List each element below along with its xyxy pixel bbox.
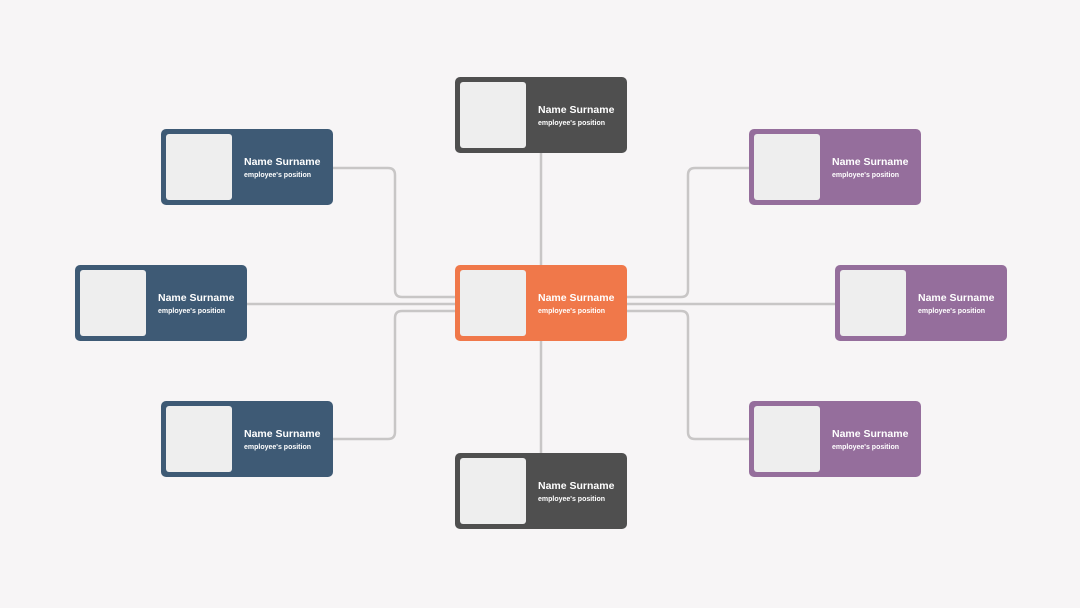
employee-name: Name Surname (158, 292, 235, 304)
org-card-center[interactable]: Name Surname employee's position (455, 265, 627, 341)
employee-name: Name Surname (244, 428, 321, 440)
photo-placeholder (460, 270, 526, 336)
employee-position: employee's position (538, 496, 606, 503)
employee-name: Name Surname (832, 156, 909, 168)
photo-placeholder (460, 458, 526, 524)
employee-position: employee's position (832, 444, 900, 451)
employee-name: Name Surname (832, 428, 909, 440)
photo-placeholder (80, 270, 146, 336)
employee-name: Name Surname (538, 480, 615, 492)
employee-name: Name Surname (918, 292, 995, 304)
employee-position: employee's position (244, 444, 312, 451)
org-card-right-middle[interactable]: Name Surname employee's position (835, 265, 1007, 341)
photo-placeholder (754, 134, 820, 200)
connector-left-bottom (332, 309, 455, 441)
employee-name: Name Surname (244, 156, 321, 168)
employee-position: employee's position (538, 120, 606, 127)
org-card-left-top[interactable]: Name Surname employee's position (161, 129, 333, 205)
employee-name: Name Surname (538, 292, 615, 304)
org-card-left-middle[interactable]: Name Surname employee's position (75, 265, 247, 341)
employee-position: employee's position (918, 308, 986, 315)
photo-placeholder (460, 82, 526, 148)
employee-position: employee's position (158, 308, 226, 315)
photo-placeholder (166, 406, 232, 472)
employee-position: employee's position (538, 308, 606, 315)
org-card-top[interactable]: Name Surname employee's position (455, 77, 627, 153)
org-card-left-bottom[interactable]: Name Surname employee's position (161, 401, 333, 477)
photo-placeholder (840, 270, 906, 336)
org-card-right-top[interactable]: Name Surname employee's position (749, 129, 921, 205)
employee-name: Name Surname (538, 104, 615, 116)
connector-right-top (626, 166, 749, 299)
photo-placeholder (754, 406, 820, 472)
employee-position: employee's position (832, 172, 900, 179)
employee-position: employee's position (244, 172, 312, 179)
connector-right-bottom (626, 309, 749, 441)
org-card-right-bottom[interactable]: Name Surname employee's position (749, 401, 921, 477)
photo-placeholder (166, 134, 232, 200)
connector-left-top (332, 166, 455, 299)
org-card-bottom[interactable]: Name Surname employee's position (455, 453, 627, 529)
